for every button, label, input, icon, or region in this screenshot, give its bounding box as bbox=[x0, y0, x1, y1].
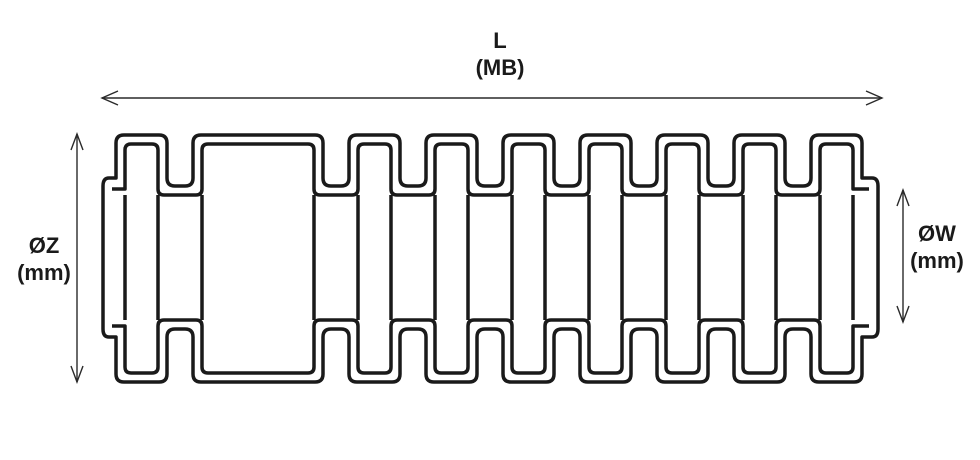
pipe-bottom-outer-outline bbox=[101, 325, 880, 384]
outer-diameter-dimension: ØZ (mm) bbox=[17, 132, 84, 384]
length-symbol: L bbox=[493, 28, 506, 53]
pipe-top-inner-outline bbox=[112, 142, 869, 197]
length-unit: (MB) bbox=[476, 55, 525, 80]
pipe-crest-inner-lines bbox=[101, 190, 880, 325]
pipe-outer-wall-top bbox=[101, 133, 880, 197]
inner-diameter-dimension: ØW (mm) bbox=[896, 188, 964, 324]
outer-diameter-unit: (mm) bbox=[17, 260, 71, 285]
pipe-outer-wall-bottom bbox=[101, 318, 880, 384]
length-arrow-left bbox=[100, 90, 119, 106]
length-dimension: L (MB) bbox=[100, 28, 884, 106]
outer-diameter-symbol: ØZ bbox=[29, 233, 60, 258]
outer-diameter-arrow-bottom bbox=[70, 365, 84, 384]
outer-diameter-arrow-top bbox=[70, 132, 84, 151]
inner-diameter-unit: (mm) bbox=[910, 248, 964, 273]
inner-diameter-symbol: ØW bbox=[918, 221, 956, 246]
inner-diameter-arrow-top bbox=[896, 188, 910, 207]
pipe-body bbox=[101, 133, 880, 384]
length-arrow-right bbox=[865, 90, 884, 106]
inner-diameter-arrow-bottom bbox=[896, 305, 910, 324]
pipe-top-outer-outline bbox=[101, 133, 880, 190]
pipe-bottom-inner-outline bbox=[112, 318, 869, 375]
